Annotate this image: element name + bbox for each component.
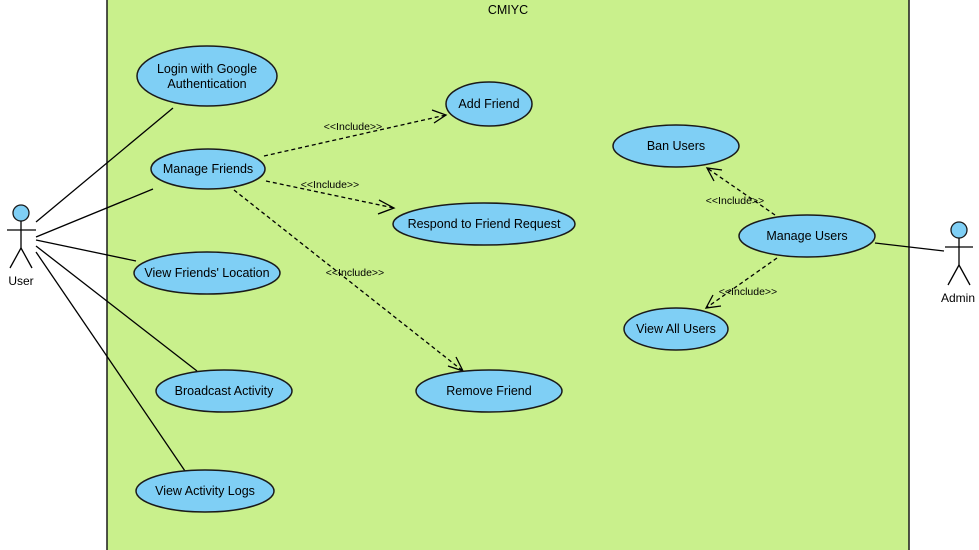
actor-user-head [12, 204, 30, 222]
usecase-view-activity-logs-label: View Activity Logs [155, 484, 255, 498]
usecase-view-all-users: View All Users [623, 307, 729, 351]
usecase-manage-friends-label: Manage Friends [163, 162, 253, 176]
actor-admin: Admin [941, 221, 975, 305]
assoc-user-activity-logs [35, 251, 186, 472]
usecase-login-line2: Authentication [167, 77, 246, 91]
usecase-view-friends-location: View Friends' Location [133, 251, 281, 295]
assoc-admin-manage-users [874, 242, 945, 252]
include-respond-request [265, 180, 395, 209]
include-label-view-all-users: <<Include>> [719, 286, 777, 298]
actor-user: User [7, 204, 36, 288]
assoc-user-view-location [35, 239, 137, 262]
usecase-manage-users-label: Manage Users [766, 229, 847, 243]
actor-admin-head [950, 221, 968, 239]
usecase-broadcast-activity: Broadcast Activity [155, 369, 293, 413]
assoc-user-manage-friends [35, 188, 154, 238]
actor-user-label: User [8, 274, 33, 288]
include-add-friend-arrow [431, 109, 448, 124]
assoc-user-login [35, 107, 174, 223]
usecase-login-line1: Login with Google [157, 62, 257, 76]
usecase-remove-friend-label: Remove Friend [446, 384, 531, 398]
include-add-friend [263, 114, 447, 157]
include-ban-users-arrow [705, 167, 723, 182]
usecase-view-friends-location-label: View Friends' Location [144, 266, 269, 280]
usecase-view-activity-logs: View Activity Logs [135, 469, 275, 513]
usecase-view-all-users-label: View All Users [636, 322, 716, 336]
usecase-respond-friend-request-label: Respond to Friend Request [408, 217, 561, 231]
usecase-ban-users-label: Ban Users [647, 139, 705, 153]
usecase-add-friend: Add Friend [445, 81, 533, 127]
assoc-user-broadcast [35, 245, 198, 372]
actor-admin-label: Admin [941, 291, 975, 305]
include-respond-request-arrow [377, 199, 396, 215]
include-label-add-friend: <<Include>> [324, 121, 382, 133]
usecase-add-friend-label: Add Friend [458, 97, 519, 111]
usecase-broadcast-activity-label: Broadcast Activity [175, 384, 274, 398]
usecase-login: Login with Google Authentication [136, 45, 278, 107]
usecase-respond-friend-request: Respond to Friend Request [392, 202, 576, 246]
usecase-ban-users: Ban Users [612, 124, 740, 168]
include-view-all-users-arrow [704, 294, 722, 309]
system-title: CMIYC [488, 3, 528, 17]
include-label-remove-friend: <<Include>> [326, 267, 384, 279]
usecase-manage-friends: Manage Friends [150, 148, 266, 190]
include-view-all-users [705, 257, 778, 309]
include-label-respond-request: <<Include>> [301, 179, 359, 191]
usecase-remove-friend: Remove Friend [415, 369, 563, 413]
usecase-manage-users: Manage Users [738, 214, 876, 258]
include-label-ban-users: <<Include>> [706, 195, 764, 207]
